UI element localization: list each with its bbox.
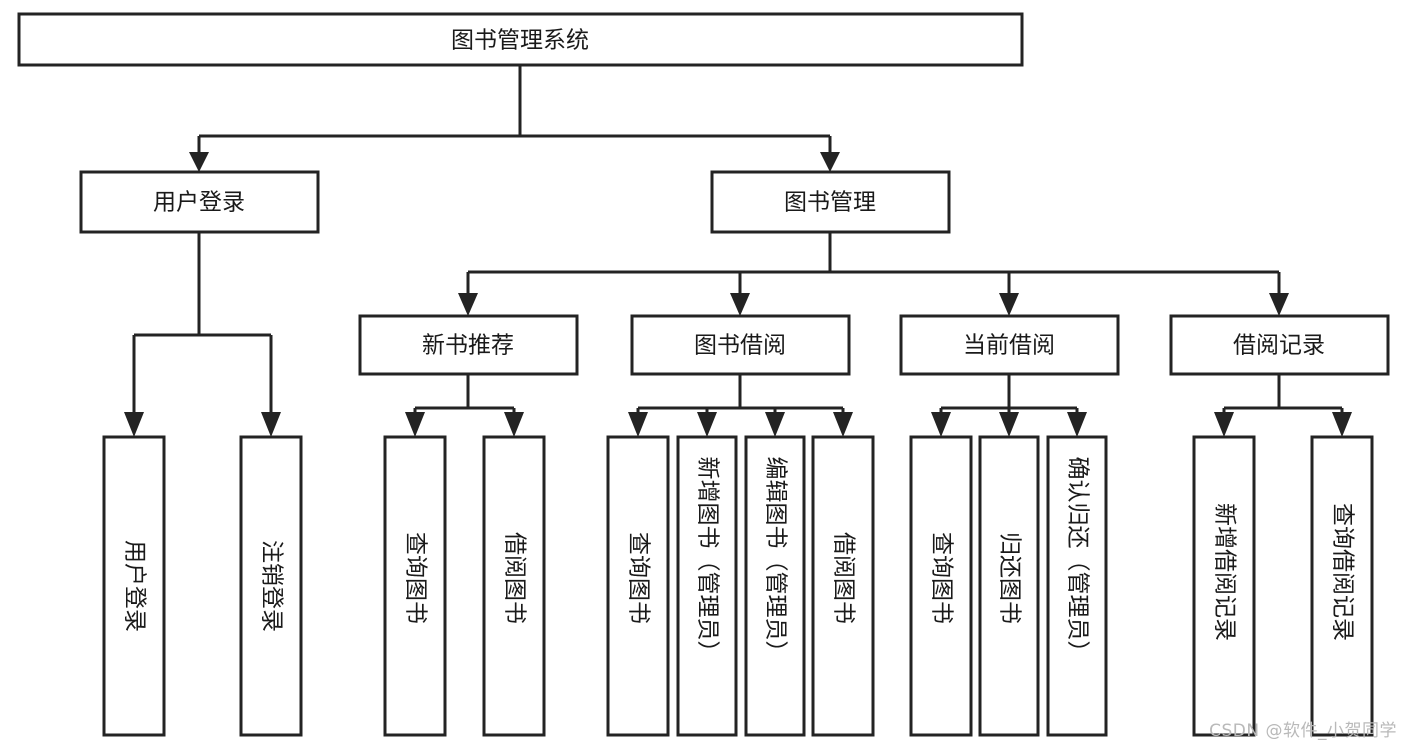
arrow-to-borrow-record-icon bbox=[1269, 293, 1289, 316]
node-leaf-add-record[interactable]: 新增借阅记录 bbox=[1192, 435, 1256, 737]
node-leaf-borrow-book-2-box[interactable] bbox=[811, 435, 875, 737]
arrow-to-leaf-confirm-return-icon bbox=[1067, 412, 1087, 437]
node-borrow-record-box[interactable] bbox=[1169, 314, 1390, 376]
node-leaf-user-login-box[interactable] bbox=[102, 435, 166, 737]
node-borrow-record[interactable]: 借阅记录 bbox=[1169, 314, 1390, 376]
arrow-to-leaf-edit-book-icon bbox=[765, 412, 785, 437]
arrow-to-leaf-user-login-icon bbox=[124, 412, 144, 437]
node-leaf-return-book-label: 归还图书 bbox=[997, 532, 1023, 624]
arrow-to-leaf-borrow-book-2-icon bbox=[833, 412, 853, 437]
node-leaf-query-book-1-label: 查询图书 bbox=[403, 532, 429, 624]
node-leaf-query-book-3-box[interactable] bbox=[909, 435, 973, 737]
arrow-to-leaf-query-book-2-icon bbox=[628, 412, 648, 437]
node-new-book-recommend[interactable]: 新书推荐 bbox=[358, 314, 579, 376]
node-root-label: 图书管理系统 bbox=[451, 28, 589, 54]
node-book-manage-label: 图书管理 bbox=[784, 190, 876, 216]
node-book-manage[interactable]: 图书管理 bbox=[710, 170, 951, 234]
node-leaf-borrow-book-1-box[interactable] bbox=[482, 435, 546, 737]
node-current-borrow-box[interactable] bbox=[899, 314, 1120, 376]
node-leaf-add-book-label: 新增图书（管理员） bbox=[695, 457, 721, 664]
arrow-to-leaf-add-record-icon bbox=[1214, 412, 1234, 437]
node-user-login[interactable]: 用户登录 bbox=[79, 170, 320, 234]
node-current-borrow[interactable]: 当前借阅 bbox=[899, 314, 1120, 376]
node-borrow-record-label: 借阅记录 bbox=[1233, 333, 1325, 359]
node-leaf-query-book-3-label: 查询图书 bbox=[929, 532, 955, 624]
node-leaf-query-record-label: 查询借阅记录 bbox=[1330, 503, 1356, 641]
node-leaf-logout-login[interactable]: 注销登录 bbox=[239, 435, 303, 737]
arrow-to-new-book-icon bbox=[458, 293, 478, 316]
node-leaf-query-book-1-box[interactable] bbox=[383, 435, 447, 737]
node-leaf-query-record-box[interactable] bbox=[1310, 435, 1374, 737]
arrow-to-leaf-query-record-icon bbox=[1332, 412, 1352, 437]
arrow-to-leaf-logout-icon bbox=[261, 412, 281, 437]
csdn-watermark: CSDN @软件_小贺同学 bbox=[1209, 721, 1397, 741]
arrow-to-leaf-return-book-icon bbox=[999, 412, 1019, 437]
arrow-to-book-borrow-icon bbox=[730, 293, 750, 316]
node-new-book-recommend-label: 新书推荐 bbox=[422, 333, 514, 359]
node-leaf-query-book-2[interactable]: 查询图书 bbox=[606, 435, 670, 737]
node-leaf-confirm-return-label: 确认归还（管理员） bbox=[1065, 457, 1091, 664]
node-leaf-edit-book-label: 编辑图书（管理员） bbox=[763, 457, 789, 664]
arrow-to-leaf-borrow-book-1-icon bbox=[504, 412, 524, 437]
node-book-borrow-label: 图书借阅 bbox=[694, 333, 786, 359]
node-leaf-return-book-box[interactable] bbox=[978, 435, 1040, 737]
arrow-to-leaf-query-book-1-icon bbox=[405, 412, 425, 437]
node-leaf-logout-login-box[interactable] bbox=[239, 435, 303, 737]
node-leaf-query-book-2-label: 查询图书 bbox=[626, 532, 652, 624]
node-current-borrow-label: 当前借阅 bbox=[963, 333, 1055, 359]
node-leaf-query-record[interactable]: 查询借阅记录 bbox=[1310, 435, 1374, 737]
node-leaf-confirm-return[interactable]: 确认归还（管理员） bbox=[1046, 435, 1108, 737]
node-leaf-query-book-3[interactable]: 查询图书 bbox=[909, 435, 973, 737]
node-leaf-edit-book[interactable]: 编辑图书（管理员） bbox=[744, 435, 806, 737]
node-book-borrow[interactable]: 图书借阅 bbox=[630, 314, 851, 376]
node-leaf-logout-login-label: 注销登录 bbox=[259, 540, 285, 632]
node-book-borrow-box[interactable] bbox=[630, 314, 851, 376]
arrow-to-current-borrow-icon bbox=[999, 293, 1019, 316]
arrow-to-user-login-icon bbox=[189, 152, 209, 172]
node-leaf-confirm-return-box[interactable] bbox=[1046, 435, 1108, 737]
node-leaf-query-book-2-box[interactable] bbox=[606, 435, 670, 737]
node-leaf-edit-book-box[interactable] bbox=[744, 435, 806, 737]
node-user-login-box[interactable] bbox=[79, 170, 320, 234]
arrow-to-book-manage-icon bbox=[820, 152, 840, 172]
arrow-to-leaf-query-book-3-icon bbox=[931, 412, 951, 437]
node-leaf-user-login-label: 用户登录 bbox=[122, 540, 148, 632]
node-book-manage-box[interactable] bbox=[710, 170, 951, 234]
node-leaf-borrow-book-1-label: 借阅图书 bbox=[502, 532, 528, 624]
node-leaf-borrow-book-2-label: 借阅图书 bbox=[831, 532, 857, 624]
connector-layer bbox=[124, 65, 1352, 437]
node-leaf-borrow-book-1[interactable]: 借阅图书 bbox=[482, 435, 546, 737]
node-leaf-add-record-label: 新增借阅记录 bbox=[1212, 503, 1238, 641]
node-leaf-user-login[interactable]: 用户登录 bbox=[102, 435, 166, 737]
node-user-login-label: 用户登录 bbox=[153, 190, 245, 216]
node-leaf-borrow-book-2[interactable]: 借阅图书 bbox=[811, 435, 875, 737]
arrow-to-leaf-add-book-icon bbox=[697, 412, 717, 437]
node-leaf-add-record-box[interactable] bbox=[1192, 435, 1256, 737]
node-root-box[interactable] bbox=[17, 12, 1024, 67]
node-leaf-query-book-1[interactable]: 查询图书 bbox=[383, 435, 447, 737]
node-leaf-add-book[interactable]: 新增图书（管理员） bbox=[676, 435, 738, 737]
node-new-book-recommend-box[interactable] bbox=[358, 314, 579, 376]
node-leaf-add-book-box[interactable] bbox=[676, 435, 738, 737]
node-root[interactable]: 图书管理系统 bbox=[17, 12, 1024, 67]
node-leaf-return-book[interactable]: 归还图书 bbox=[978, 435, 1040, 737]
